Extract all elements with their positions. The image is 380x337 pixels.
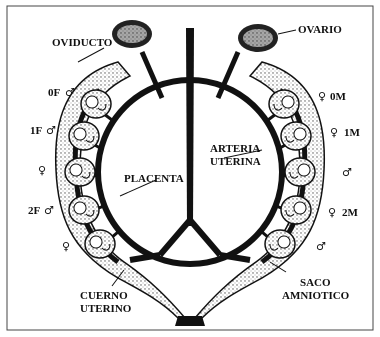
label-placenta: PLACENTA	[124, 173, 184, 185]
fetus-left-2	[65, 158, 95, 186]
fetus-right-4	[265, 230, 295, 258]
fetus-left-0	[81, 90, 111, 118]
central-artery	[186, 28, 194, 226]
right-label-0-text: 0M	[330, 91, 347, 103]
label-uterino: UTERINO	[80, 303, 132, 315]
label-oviducto: OVIDUCTO	[52, 37, 113, 49]
left-ovary-texture	[117, 25, 147, 43]
right-label-2-sex: ♂	[342, 166, 352, 179]
right-label-1-sex: ♀	[330, 126, 338, 139]
left-label-1-text: 1F	[30, 125, 43, 137]
left-label-2-sex: ♀	[38, 164, 46, 177]
right-ovary-texture	[243, 29, 273, 47]
left-label-3-sex: ♂	[44, 204, 54, 217]
fetus-right-2	[285, 158, 315, 186]
cervix-stem	[175, 316, 205, 326]
right-label-4-sex: ♂	[316, 240, 326, 253]
right-label-0-sex: ♀	[318, 90, 326, 103]
right-label-3-text: 2M	[342, 207, 359, 219]
label-amniotico: AMNIOTICO	[282, 290, 350, 302]
label-ovario: OVARIO	[298, 24, 342, 36]
left-label-0-text: 0F	[48, 87, 61, 99]
label-saco: SACO	[300, 277, 331, 289]
right-label-1-text: 1M	[344, 127, 361, 139]
left-label-0-sex: ♂	[65, 86, 75, 99]
label-uterina: UTERINA	[210, 156, 261, 168]
fetus-right-1	[281, 122, 311, 150]
left-label-4-sex: ♀	[62, 240, 70, 253]
fetus-right-0	[269, 90, 299, 118]
label-cuerno: CUERNO	[80, 290, 128, 302]
right-label-3-sex: ♀	[328, 206, 336, 219]
left-label-1-sex: ♂	[46, 124, 56, 137]
fetus-right-3	[281, 196, 311, 224]
label-arteria: ARTERIA	[210, 143, 260, 155]
left-label-3-text: 2F	[28, 205, 41, 217]
fetus-left-3	[69, 196, 99, 224]
fetus-left-1	[69, 122, 99, 150]
fetus-left-4	[85, 230, 115, 258]
